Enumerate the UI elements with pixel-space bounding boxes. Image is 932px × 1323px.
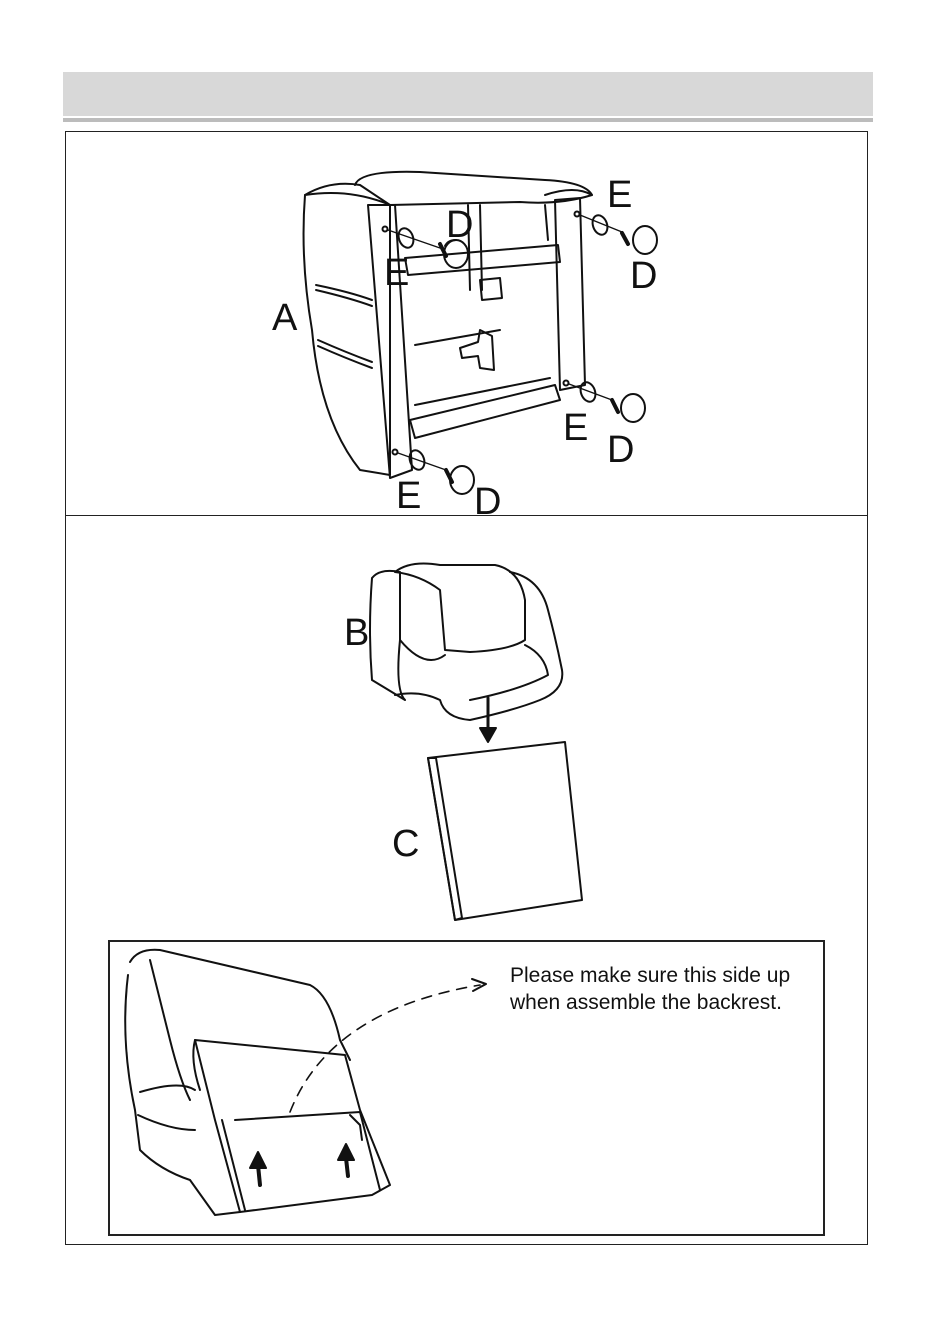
label-c: C <box>392 823 419 865</box>
label-d: D <box>474 481 501 523</box>
label-a: A <box>272 297 298 339</box>
chair-base-drawing <box>304 172 657 494</box>
label-d: D <box>607 429 634 471</box>
label-b: B <box>344 612 369 654</box>
note-line-2: when assemble the backrest. <box>510 989 830 1016</box>
label-e: E <box>563 407 588 449</box>
assembly-note: Please make sure this side up when assem… <box>510 962 830 1016</box>
label-d: D <box>630 255 657 297</box>
label-e: E <box>396 475 421 517</box>
label-e: E <box>384 252 409 294</box>
detail-drawing <box>125 950 486 1215</box>
note-line-1: Please make sure this side up <box>510 962 830 989</box>
backrest-drawing <box>370 564 582 920</box>
label-d: D <box>446 204 473 246</box>
label-e: E <box>607 174 632 216</box>
